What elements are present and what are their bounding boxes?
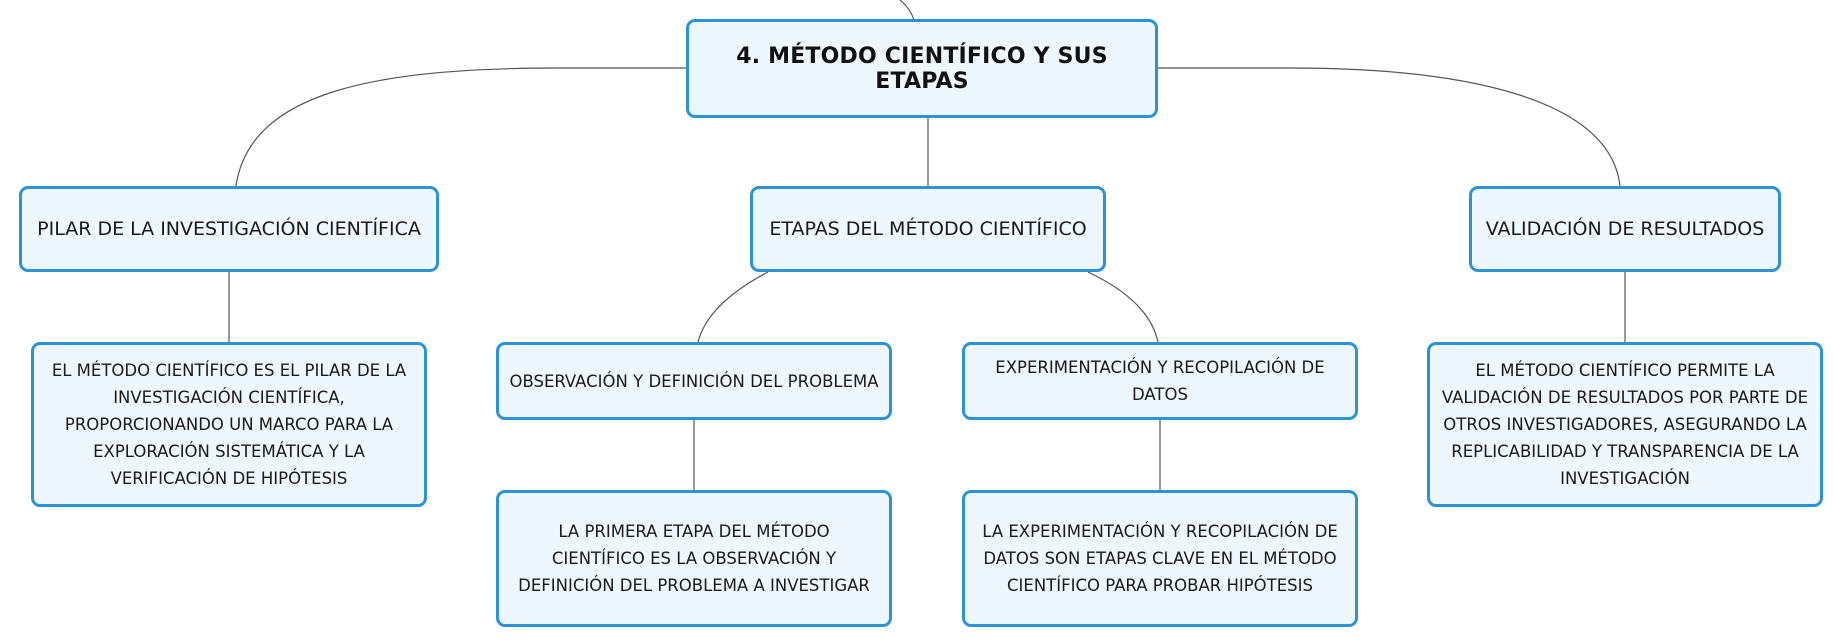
connector-root-to-validacion <box>1158 67 1621 187</box>
detail-text: EL MÉTODO CIENTÍFICO PERMITE LA VALIDACI… <box>1441 361 1809 488</box>
connector-etapas-to-observacion <box>697 271 769 343</box>
topic-label: OBSERVACIÓN Y DEFINICIÓN DEL PROBLEMA <box>509 371 879 391</box>
detail-text: LA EXPERIMENTACIÓN Y RECOPILACIÓN DE DAT… <box>982 522 1338 595</box>
root-topic[interactable]: 4. MÉTODO CIENTÍFICO Y SUS ETAPAS <box>686 19 1158 118</box>
topic-label: ETAPAS DEL MÉTODO CIENTÍFICO <box>769 218 1087 240</box>
topic-pilar-investigacion[interactable]: PILAR DE LA INVESTIGACIÓN CIENTÍFICA <box>19 186 439 272</box>
topic-observacion-definicion[interactable]: OBSERVACIÓN Y DEFINICIÓN DEL PROBLEMA <box>496 342 892 420</box>
detail-observacion-definicion[interactable]: LA PRIMERA ETAPA DEL MÉTODO CIENTÍFICO E… <box>496 490 892 627</box>
detail-pilar-investigacion[interactable]: EL MÉTODO CIENTÍFICO ES EL PILAR DE LA I… <box>31 342 427 507</box>
topic-label: EXPERIMENTACIÓN Y RECOPILACIÓN DE DATOS <box>995 358 1325 404</box>
topic-etapas-metodo[interactable]: ETAPAS DEL MÉTODO CIENTÍFICO <box>750 186 1106 272</box>
detail-text: EL MÉTODO CIENTÍFICO ES EL PILAR DE LA I… <box>51 361 407 488</box>
connector-root-to-pilar <box>235 67 686 187</box>
topic-validacion-resultados[interactable]: VALIDACIÓN DE RESULTADOS <box>1469 186 1781 272</box>
topic-label: VALIDACIÓN DE RESULTADOS <box>1485 218 1765 240</box>
detail-experimentacion-recopilacion[interactable]: LA EXPERIMENTACIÓN Y RECOPILACIÓN DE DAT… <box>962 490 1358 627</box>
topic-experimentacion-recopilacion[interactable]: EXPERIMENTACIÓN Y RECOPILACIÓN DE DATOS <box>962 342 1358 420</box>
connector-etapas-to-experimentacion <box>1087 271 1159 343</box>
detail-text: LA PRIMERA ETAPA DEL MÉTODO CIENTÍFICO E… <box>518 522 870 595</box>
connector-parent-to-root <box>899 0 915 21</box>
topic-label: PILAR DE LA INVESTIGACIÓN CIENTÍFICA <box>37 218 421 240</box>
detail-validacion-resultados[interactable]: EL MÉTODO CIENTÍFICO PERMITE LA VALIDACI… <box>1427 342 1823 507</box>
root-topic-label: 4. MÉTODO CIENTÍFICO Y SUS ETAPAS <box>736 43 1108 94</box>
